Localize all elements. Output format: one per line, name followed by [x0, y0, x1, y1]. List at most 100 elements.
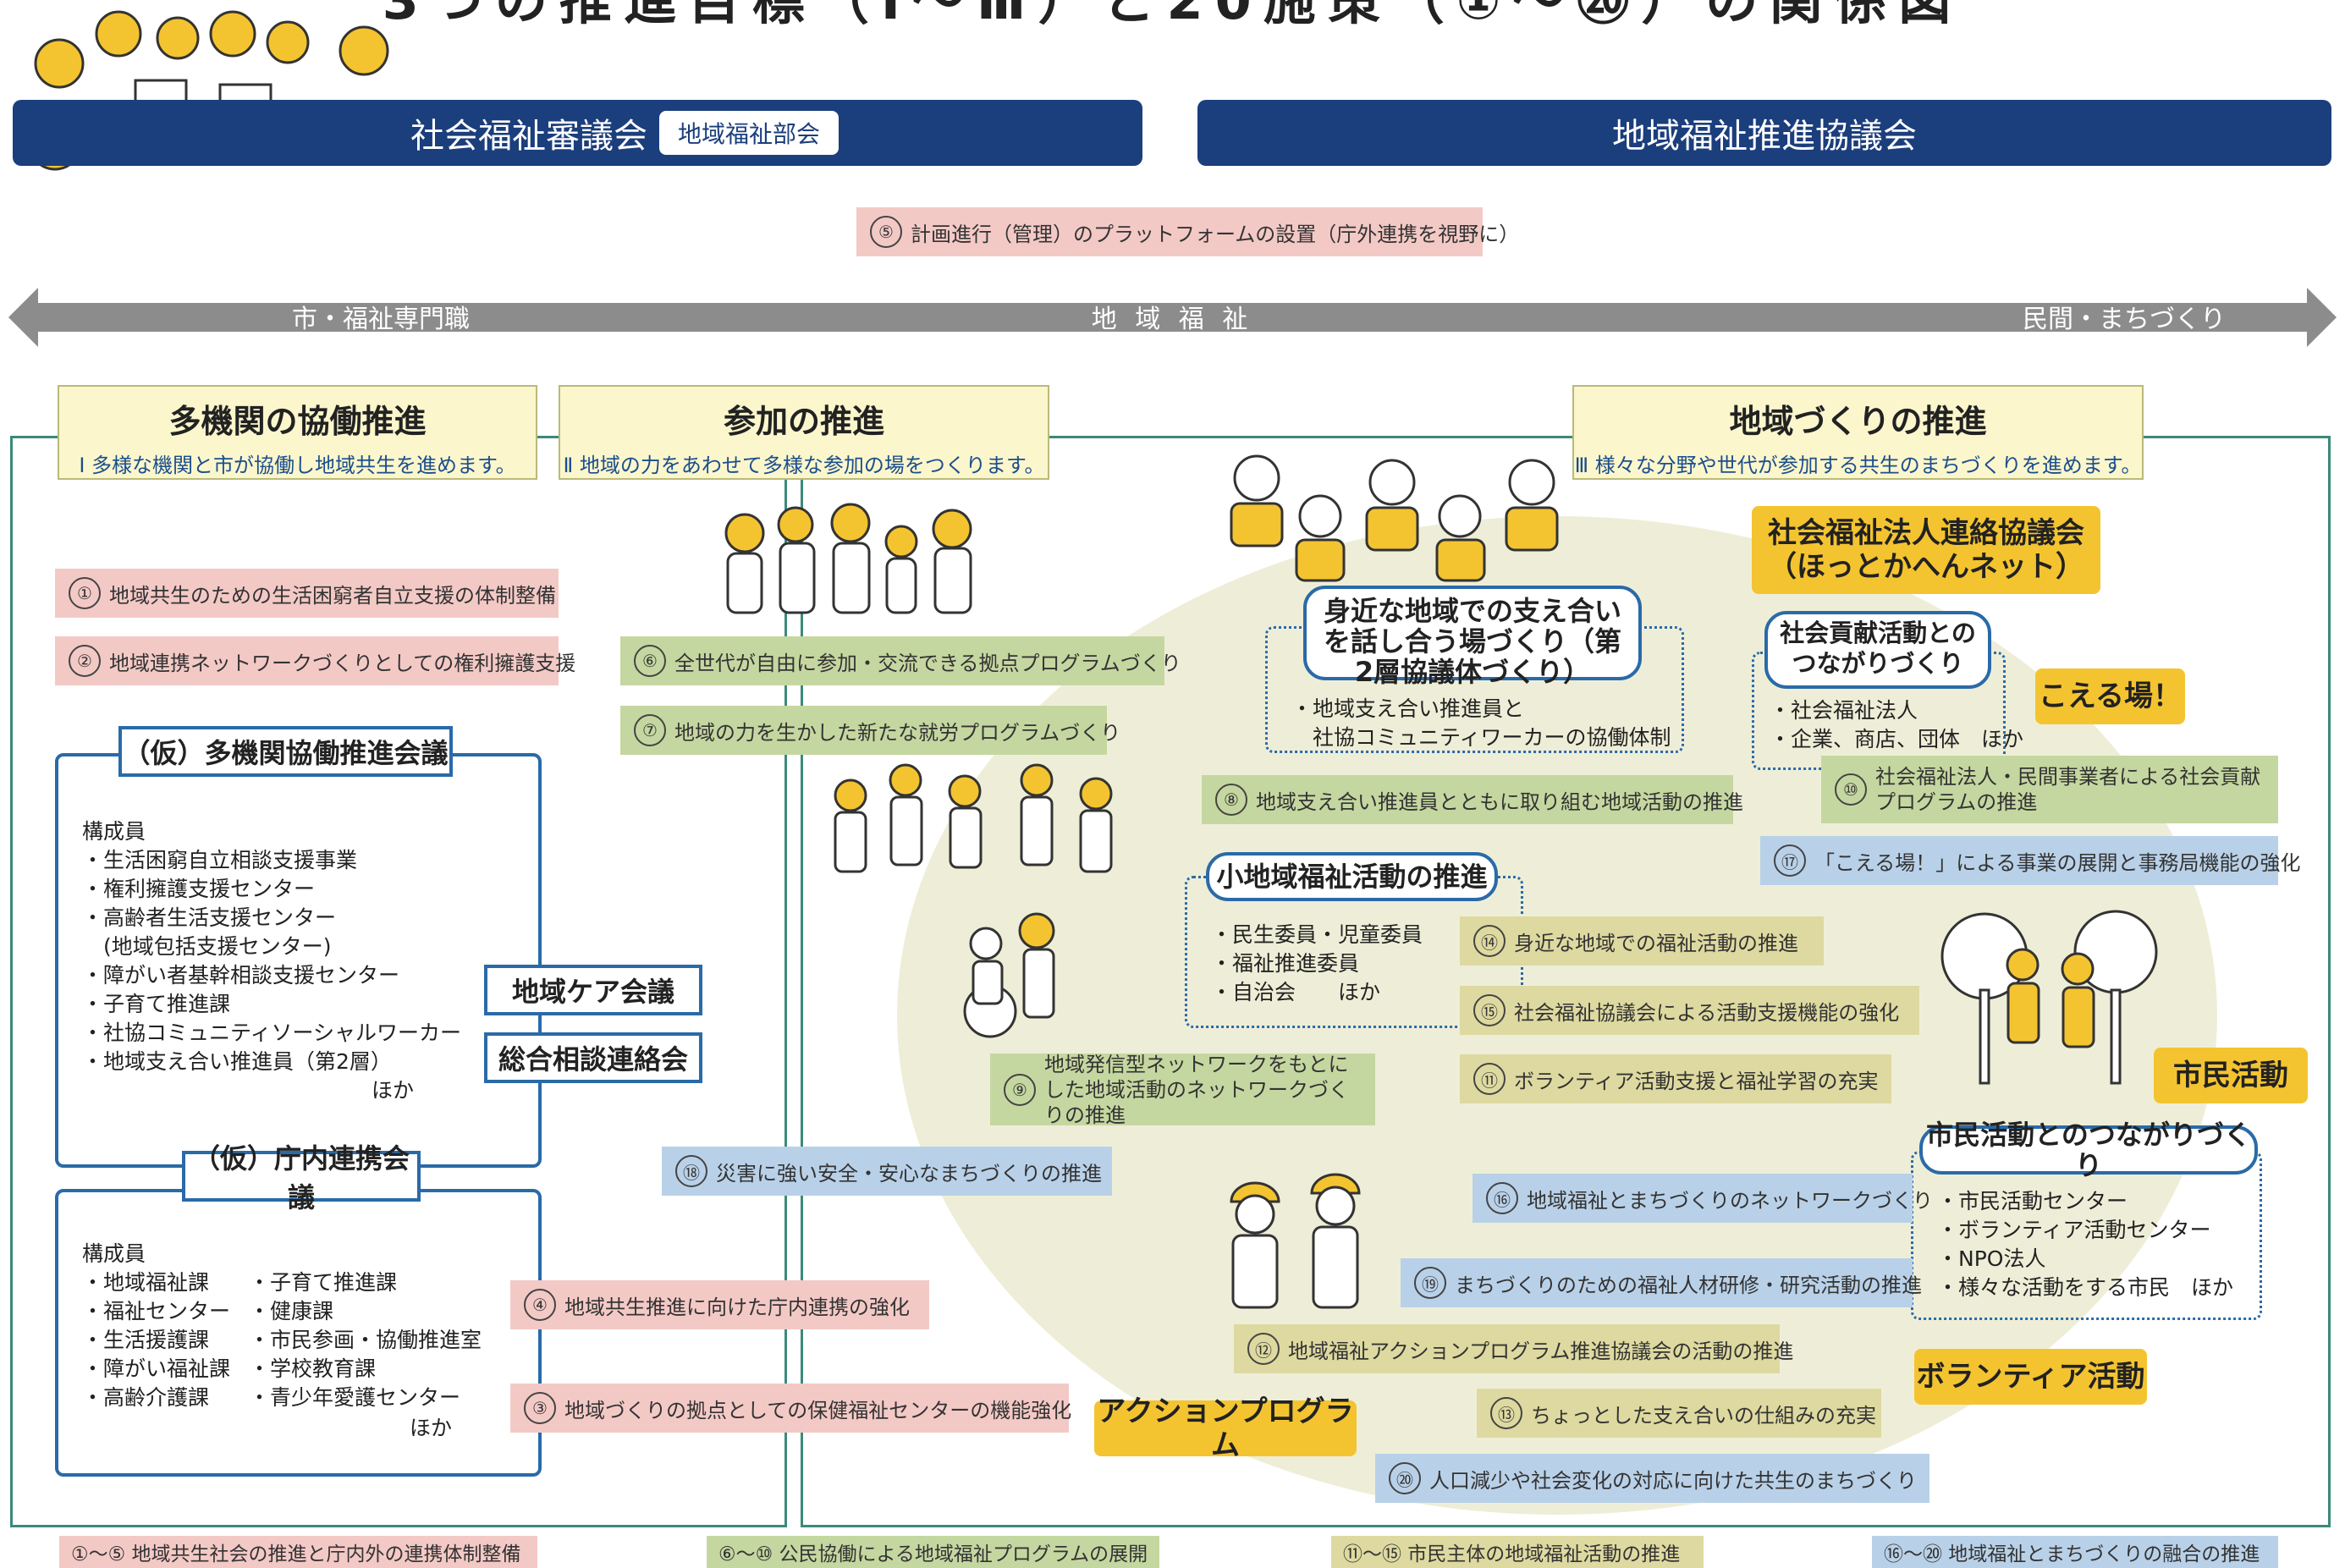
volunteer-activity-label: ボランティア活動 [1914, 1349, 2147, 1405]
measure-1-text: 地域共生のための生活困窮者自立支援の体制整備 [109, 583, 556, 608]
measure-18-number: ⑱ [675, 1155, 707, 1187]
small-area-item: ・自治会 ほか [1211, 980, 1381, 1004]
council-1-member: ・高齢者生活支援センター [82, 905, 337, 930]
measure-15-text: 社会福祉協議会による活動支援機能の強化 [1514, 1000, 1900, 1025]
koeruba-label: こえる場！ [2035, 668, 2185, 724]
measure-6: ⑥ 全世代が自由に参加・交流できる拠点プログラムづくり [620, 636, 1181, 685]
council-1-members-label: 構成員 [82, 819, 146, 844]
measure-14-text: 身近な地域での福祉活動の推進 [1514, 931, 1798, 955]
citizen-link-title: 市民活動とのつながりづくり [1919, 1120, 2258, 1180]
small-area-item: ・福祉推進委員 [1211, 951, 1360, 976]
council-2-member: ・障がい福祉課 [82, 1356, 231, 1381]
measure-20: ⑳ 人口減少や社会変化の対応に向けた共生のまちづくり [1375, 1454, 1929, 1503]
footer-pink: ①〜⑤ 地域共生社会の推進と庁内外の連携体制整備 [59, 1536, 537, 1568]
council-2-member: ・福祉センター [82, 1299, 231, 1323]
hottokahen-net-label: 社会福祉法人連絡協議会（ほっとかへんネット） [1752, 506, 2100, 594]
measure-16-number: ⑯ [1486, 1182, 1518, 1214]
internal-liaison-council-title: （仮）庁内連携会議 [182, 1142, 421, 1213]
measure-20-number: ⑳ [1389, 1462, 1421, 1494]
measure-3-text: 地域づくりの拠点としての保健福祉センターの機能強化 [564, 1398, 1072, 1422]
social-contribution-title: 社会貢献活動とのつながりづくり [1764, 611, 1991, 689]
layer2-item: 社協コミュニティワーカーの協働体制 [1291, 725, 1671, 750]
layer2-item: ・地域支え合い推進員と [1291, 696, 1525, 721]
citizen-link-item: ・様々な活動をする市民 ほか [1937, 1275, 2234, 1300]
measure-15: ⑮ 社会福祉協議会による活動支援機能の強化 [1460, 986, 1919, 1035]
measure-13-text: ちょっとした支え合いの仕組みの充実 [1531, 1403, 1876, 1428]
council-1-member: ・生活困窮自立相談支援事業 [82, 848, 358, 872]
regional-welfare-council-bar: 地域福祉推進協議会 [1197, 100, 2331, 166]
citizen-link-item: ・NPO法人 [1937, 1246, 2046, 1271]
measure-1: ① 地域共生のための生活困窮者自立支援の体制整備 [55, 569, 559, 618]
social-contribution-item: ・企業、商店、団体 ほか [1770, 727, 2024, 751]
footer-green: ⑥〜⑩ 公民協働による地域福祉プログラムの展開 [707, 1536, 1159, 1568]
measure-5-text: 計画進行（管理）のプラットフォームの設置（庁外連携を視野に） [911, 222, 1520, 246]
action-program-label: アクションプログラム [1094, 1395, 1357, 1462]
goal-1-subtitle: Ⅰ 多様な機関と市が協働し地域共生を進めます。 [79, 454, 516, 477]
measure-18: ⑱ 災害に強い安全・安心なまちづくりの推進 [662, 1147, 1112, 1196]
council-2-member: ・生活援護課 [82, 1328, 210, 1352]
goal-2-title: 参加の推進 [723, 403, 884, 440]
measure-12-text: 地域福祉アクションプログラム推進協議会の活動の推進 [1288, 1339, 1794, 1363]
regional-welfare-council-label: 地域福祉推進協議会 [1612, 117, 1917, 156]
goal-3-subtitle: Ⅲ 様々な分野や世代が参加する共生のまちづくりを進めます。 [1574, 454, 2142, 477]
council-2-member: ・子育て推進課 [249, 1270, 398, 1295]
measure-11-number: ⑪ [1473, 1063, 1506, 1095]
council-1-member: ・社協コミュニティソーシャルワーカー [82, 1021, 462, 1045]
council-1-member: ・地域支え合い推進員（第2層） [82, 1049, 392, 1074]
social-welfare-council-bar: 社会福祉審議会 地域福祉部会 [13, 100, 1142, 166]
measure-18-text: 災害に強い安全・安心なまちづくりの推進 [716, 1161, 1102, 1186]
measure-13: ⑬ ちょっとした支え合いの仕組みの充実 [1477, 1389, 1881, 1438]
goal-1-title: 多機関の協働推進 [168, 403, 427, 440]
citizen-link-item: ・市民活動センター [1937, 1189, 2128, 1213]
measure-12: ⑫ 地域福祉アクションプログラム推進協議会の活動の推進 [1234, 1324, 1793, 1373]
layer2-title: 身近な地域での支え合いを話し合う場づくり（第2層協議体づくり） [1303, 586, 1642, 687]
citizens-walking-illustration [1940, 910, 2158, 1085]
measure-5-number: ⑤ [870, 216, 902, 248]
measure-11: ⑪ ボランティア活動支援と福祉学習の充実 [1460, 1054, 1891, 1103]
measure-13-number: ⑬ [1490, 1397, 1522, 1429]
measure-11-text: ボランティア活動支援と福祉学習の充実 [1514, 1069, 1879, 1093]
measure-1-number: ① [69, 577, 101, 609]
measure-2-number: ② [69, 645, 101, 677]
measure-6-number: ⑥ [634, 645, 666, 677]
measure-8-number: ⑧ [1215, 784, 1247, 816]
council-2-member: ・青少年愛護センター [249, 1385, 461, 1410]
council-2-member: ・学校教育課 [249, 1356, 377, 1381]
regional-welfare-subcommittee-badge: 地域福祉部会 [659, 111, 839, 155]
council-1-hoka: ほか [372, 1078, 415, 1103]
social-contribution-item: ・社会福祉法人 [1770, 698, 1918, 723]
council-2-member: ・高齢介護課 [82, 1385, 210, 1410]
multi-agency-council-panel: 構成員 ・生活困窮自立相談支援事業 ・権利擁護支援センター ・高齢者生活支援セン… [55, 753, 542, 1168]
council-2-member: ・市民参画・協働推進室 [249, 1328, 482, 1352]
wheelchair-illustration [963, 912, 1055, 1038]
small-area-item: ・民生委員・児童委員 [1211, 922, 1423, 947]
council-2-member: ・地域福祉課 [82, 1270, 210, 1295]
citizen-link-item: ・ボランティア活動センター [1937, 1218, 2211, 1242]
measure-12-number: ⑫ [1247, 1333, 1280, 1365]
measure-9-text: 地域発信型ネットワークをもとにした地域活動のネットワークづくりの推進 [1044, 1052, 1349, 1127]
internal-liaison-council-panel: 構成員 ・地域福祉課 ・福祉センター ・生活援護課 ・障がい福祉課 ・高齢介護課… [55, 1189, 542, 1477]
discussion-illustration [1230, 454, 1559, 582]
council-1-member: ・権利擁護支援センター [82, 877, 316, 901]
measure-4-number: ④ [524, 1289, 556, 1321]
page-title: 3つの推進目標（Ⅰ〜Ⅲ）と20施策（①〜⑳）の関係図 [382, 0, 1963, 31]
goal-1-heading: 多機関の協働推進 Ⅰ 多様な機関と市が協働し地域共生を進めます。 [58, 385, 537, 480]
measure-6-text: 全世代が自由に参加・交流できる拠点プログラムづくり [674, 651, 1181, 675]
measure-2-text: 地域連携ネットワークづくりとしての権利擁護支援 [109, 651, 576, 675]
measure-20-text: 人口減少や社会変化の対応に向けた共生のまちづくり [1429, 1468, 1917, 1493]
measure-15-number: ⑮ [1473, 994, 1506, 1026]
multi-agency-council-title: （仮）多機関協働推進会議 [118, 726, 453, 777]
council-2-hoka: ほか [410, 1416, 453, 1440]
goal-3-heading: 地域づくりの推進 Ⅲ 様々な分野や世代が参加する共生のまちづくりを進めます。 [1572, 385, 2144, 480]
council-2-member: ・健康課 [249, 1299, 334, 1323]
council-2-members-label: 構成員 [82, 1241, 146, 1266]
